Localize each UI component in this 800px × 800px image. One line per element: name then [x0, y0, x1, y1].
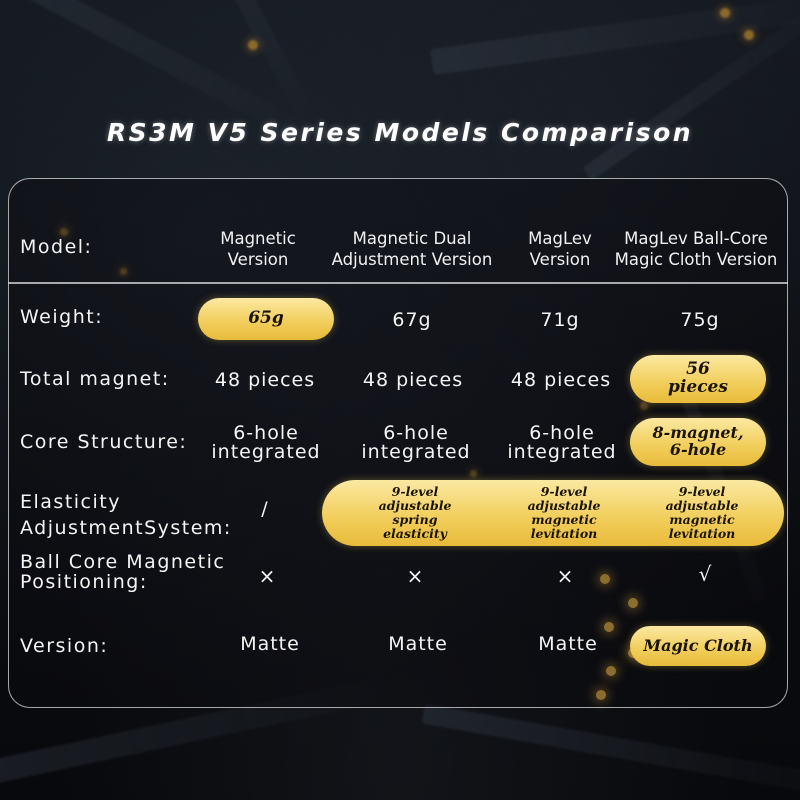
row-label-line1: Ball Core Magnetic	[20, 551, 226, 573]
version-value: Matte	[388, 633, 448, 655]
core-line2: integrated	[507, 441, 617, 463]
elasticity-highlight-badge	[322, 480, 784, 546]
model-header-magnetic-dual: Magnetic Dual Adjustment Version	[322, 228, 502, 271]
core-line1: 8-magnet,	[652, 423, 744, 443]
elasticity-value: 9-level adjustable magnetic levitation	[630, 484, 774, 542]
magnets-value: 48 pieces	[362, 369, 464, 391]
magnets-highlight-badge: 56 pieces	[630, 355, 766, 403]
model-name-line1: Magnetic	[220, 229, 296, 248]
model-header-maglev: MagLev Version	[512, 228, 608, 271]
core-structure-highlight-badge: 8-magnet, 6-hole	[630, 418, 766, 466]
version-value: Matte	[240, 633, 300, 655]
model-header-magnetic: Magnetic Version	[198, 228, 318, 271]
model-name-line1: MagLev	[528, 229, 592, 248]
weight-highlight-badge: 65g	[198, 298, 334, 340]
model-name-line2: Magic Cloth Version	[614, 250, 778, 270]
elasticity-line: magnetic	[531, 512, 597, 527]
magnets-value-line1: 56	[686, 359, 710, 380]
model-header-maglev-ball-core: MagLev Ball-Core Magic Cloth Version	[604, 228, 788, 271]
core-line2: integrated	[361, 441, 471, 463]
core-line2: 6-hole	[669, 440, 727, 459]
core-line1: 6-hole	[529, 422, 595, 444]
core-line1: 6-hole	[233, 422, 299, 444]
weight-value: 65g	[248, 308, 284, 329]
weight-value: 71g	[540, 309, 580, 331]
cross-mark: ×	[556, 564, 574, 588]
elasticity-line: adjustable	[378, 498, 452, 513]
core-line1: 6-hole	[383, 422, 449, 444]
magnets-value: 48 pieces	[510, 369, 612, 391]
check-mark: √	[698, 562, 712, 586]
elasticity-line: 9-level	[391, 484, 439, 499]
elasticity-line: levitation	[668, 526, 736, 541]
row-label-line2: AdjustmentSystem:	[20, 516, 232, 539]
elasticity-value: /	[261, 498, 269, 520]
elasticity-line: 9-level	[678, 484, 726, 499]
version-value: Matte	[538, 633, 598, 655]
weight-value: 75g	[680, 309, 720, 331]
row-label-model: Model:	[20, 236, 93, 258]
row-label-ball-core: Ball Core Magnetic Positioning:	[20, 551, 226, 593]
model-name-line2: Adjustment Version	[331, 250, 493, 270]
row-label-magnets: Total magnet:	[20, 368, 170, 390]
model-name-line1: Magnetic Dual	[352, 229, 472, 248]
elasticity-line: elasticity	[383, 526, 447, 541]
elasticity-line: spring	[392, 512, 438, 527]
core-structure-value: 6-hole integrated	[492, 424, 632, 462]
model-name-line1: MagLev Ball-Core	[624, 229, 768, 248]
magnets-value-line2: pieces	[668, 377, 728, 397]
magnets-value: 48 pieces	[214, 369, 316, 391]
elasticity-value: 9-level adjustable spring elasticity	[340, 484, 490, 542]
elasticity-line: adjustable	[665, 498, 739, 513]
cross-mark: ×	[406, 564, 424, 588]
version-highlight-badge: Magic Cloth	[630, 626, 766, 666]
page-title: RS3M V5 Series Models Comparison	[106, 118, 694, 147]
model-name-line2: Version	[227, 250, 289, 270]
header-divider	[8, 282, 788, 284]
version-value: Magic Cloth	[643, 635, 753, 655]
elasticity-line: levitation	[530, 526, 598, 541]
elasticity-value: 9-level adjustable magnetic levitation	[490, 484, 638, 542]
core-structure-value: 6-hole integrated	[196, 424, 336, 462]
elasticity-line: 9-level	[540, 484, 588, 499]
weight-value: 67g	[392, 309, 432, 331]
row-label-line1: Elasticity	[20, 491, 121, 513]
row-label-core-structure: Core Structure:	[20, 431, 188, 453]
core-structure-value: 6-hole integrated	[346, 424, 486, 462]
elasticity-line: adjustable	[527, 498, 601, 513]
model-name-line2: Version	[529, 250, 591, 270]
row-label-version: Version:	[20, 635, 109, 657]
row-label-line2: Positioning:	[20, 570, 148, 593]
elasticity-line: magnetic	[669, 512, 735, 527]
core-line2: integrated	[211, 441, 321, 463]
row-label-weight: Weight:	[20, 306, 104, 328]
row-label-elasticity: Elasticity AdjustmentSystem:	[20, 490, 232, 541]
cross-mark: ×	[258, 564, 276, 588]
